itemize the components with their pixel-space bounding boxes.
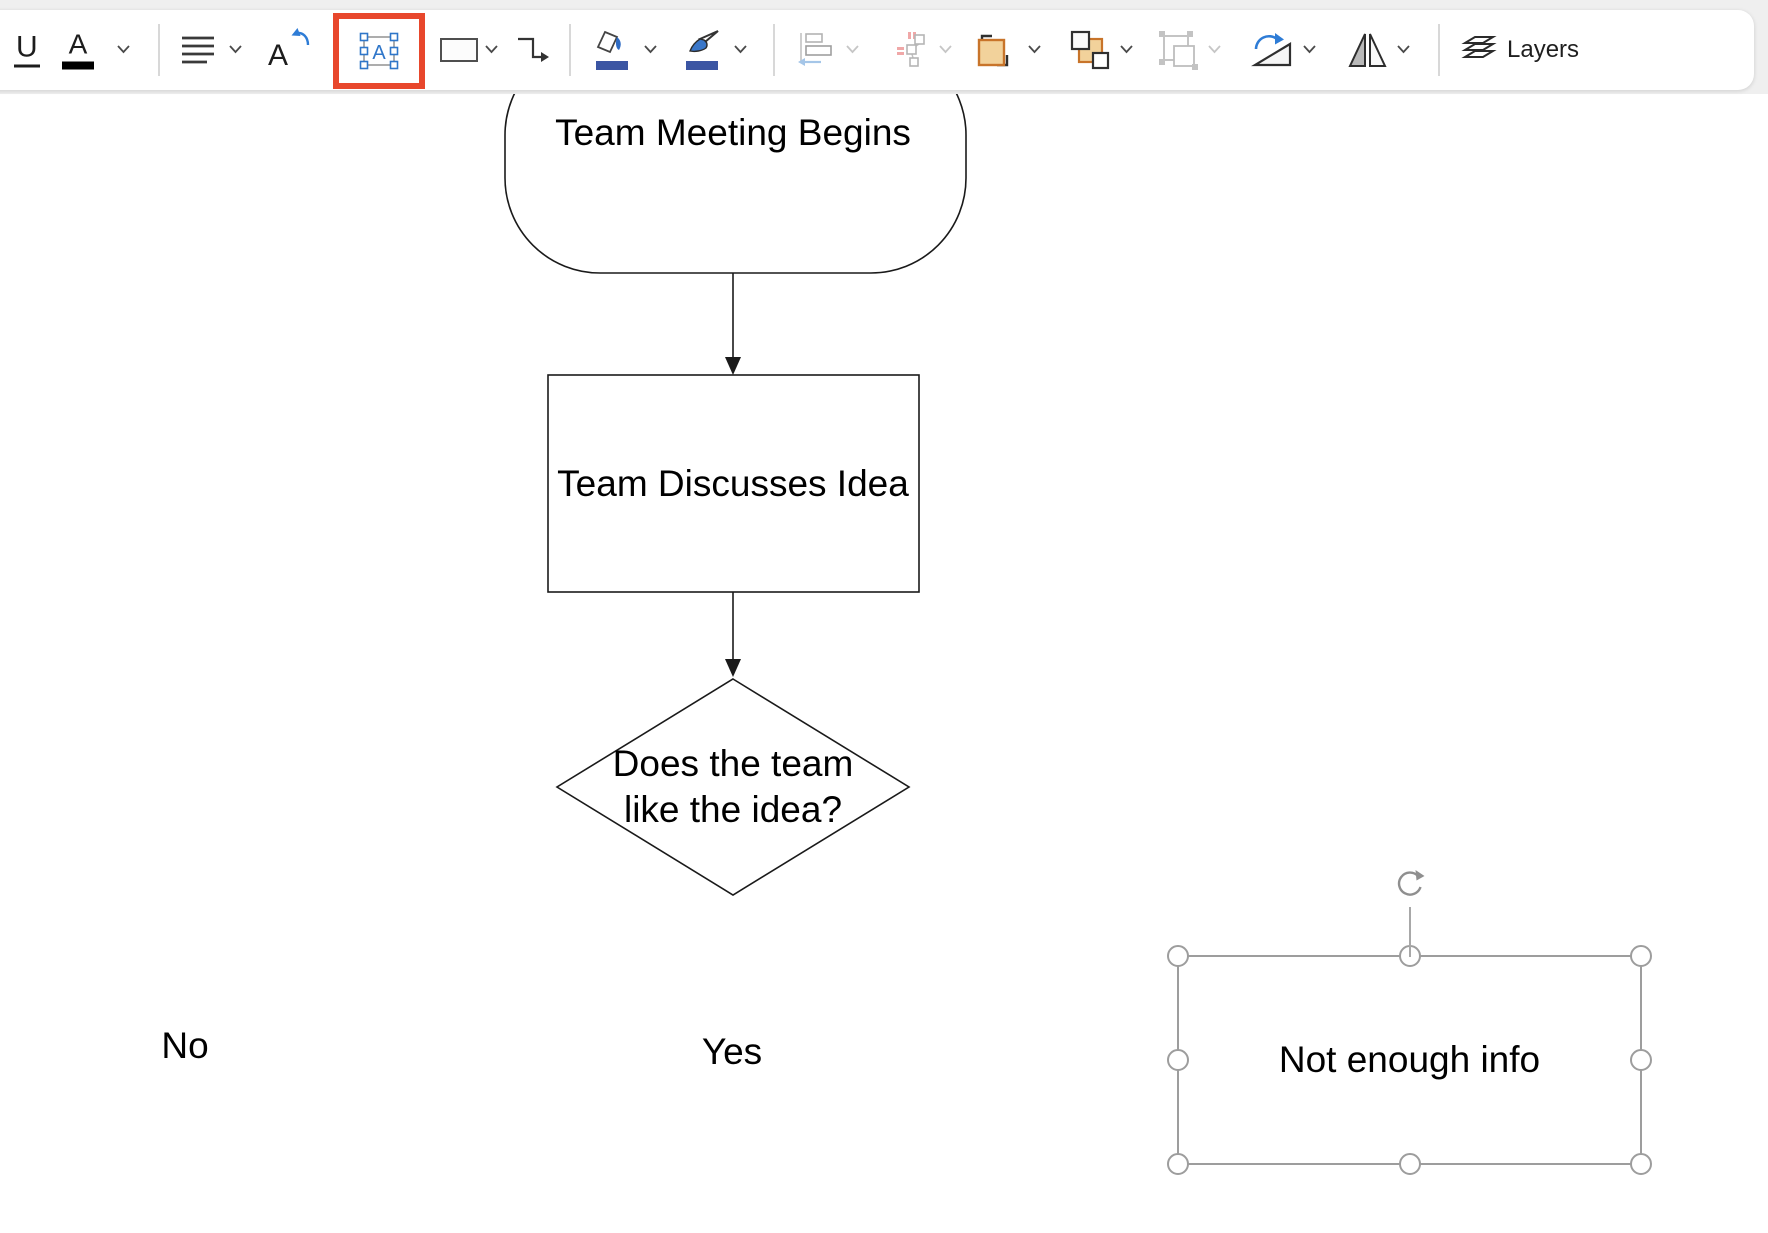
align-objects-button-disabled[interactable] bbox=[795, 31, 839, 69]
font-color-dropdown[interactable] bbox=[116, 41, 131, 59]
shape-button[interactable] bbox=[438, 35, 480, 65]
fill-color-button[interactable] bbox=[592, 29, 634, 71]
flip-button[interactable] bbox=[1347, 31, 1387, 69]
group-button-disabled[interactable] bbox=[1158, 30, 1200, 70]
chevron-down-icon bbox=[644, 45, 657, 54]
toolbar-separator bbox=[1438, 24, 1440, 76]
chevron-down-icon bbox=[734, 45, 747, 54]
connector-icon bbox=[518, 37, 549, 62]
rotate-icon bbox=[1251, 33, 1292, 67]
grow-font-button[interactable]: A bbox=[266, 27, 312, 73]
svg-text:A: A bbox=[372, 42, 386, 64]
text-box-tool-highlight[interactable]: A bbox=[333, 13, 425, 89]
send-backward-button[interactable] bbox=[1070, 30, 1110, 70]
resize-handle-bottom-left[interactable] bbox=[1167, 1153, 1189, 1175]
resize-handle-top-right[interactable] bbox=[1630, 945, 1652, 967]
bring-forward-button[interactable] bbox=[975, 31, 1013, 69]
rotation-stem bbox=[1408, 907, 1411, 957]
rotate-dropdown[interactable] bbox=[1302, 41, 1317, 59]
decision-label-line2: like the idea? bbox=[623, 789, 843, 830]
align-objects-icon bbox=[798, 33, 832, 66]
resize-handle-middle-left[interactable] bbox=[1167, 1049, 1189, 1071]
chevron-down-icon bbox=[1028, 45, 1041, 54]
brush-outline-icon bbox=[686, 30, 719, 70]
connector-arrow-1[interactable] bbox=[725, 273, 741, 375]
group-icon bbox=[1159, 31, 1198, 70]
fill-color-icon bbox=[596, 30, 628, 70]
shape-dropdown[interactable] bbox=[484, 41, 499, 59]
layers-label: Layers bbox=[1507, 36, 1580, 63]
resize-handle-bottom-right[interactable] bbox=[1630, 1153, 1652, 1175]
decision-label-line1: Does the team bbox=[612, 743, 854, 784]
chevron-down-icon bbox=[1208, 45, 1221, 54]
chevron-down-icon bbox=[229, 45, 242, 54]
branch-yes-label[interactable]: Yes bbox=[701, 1031, 763, 1072]
align-text-button[interactable] bbox=[178, 33, 218, 67]
toolbar-separator bbox=[569, 24, 571, 76]
flip-dropdown[interactable] bbox=[1396, 41, 1411, 59]
shape-outline-dropdown[interactable] bbox=[733, 41, 748, 59]
selected-text-box-label[interactable]: Not enough info bbox=[1278, 1039, 1541, 1080]
connector-button[interactable] bbox=[514, 33, 552, 67]
underline-button[interactable]: U bbox=[14, 32, 40, 68]
underline-icon: U bbox=[14, 32, 40, 68]
rectangle-shape-icon bbox=[440, 38, 478, 62]
formatting-toolbar: U A A bbox=[0, 10, 1754, 90]
flip-icon bbox=[1348, 33, 1387, 67]
auto-space-dropdown-disabled[interactable] bbox=[938, 41, 953, 59]
decision-shape[interactable] bbox=[555, 678, 911, 896]
grow-font-icon: A bbox=[268, 39, 289, 72]
toolbar-separator bbox=[158, 24, 160, 76]
align-objects-dropdown-disabled[interactable] bbox=[845, 41, 860, 59]
decision-label[interactable]: Does the team like the idea? bbox=[613, 741, 854, 833]
chevron-down-icon bbox=[1120, 45, 1133, 54]
rotate-button[interactable] bbox=[1251, 31, 1293, 69]
rotate-arrow-icon bbox=[1397, 870, 1424, 896]
chevron-down-icon bbox=[939, 45, 952, 54]
selected-text-box[interactable]: Not enough info bbox=[1167, 870, 1652, 1175]
font-color-icon: A bbox=[68, 28, 88, 60]
chevron-down-icon bbox=[846, 45, 859, 54]
rotation-handle[interactable] bbox=[1391, 867, 1429, 905]
send-backward-icon bbox=[1070, 30, 1110, 70]
resize-handle-bottom-middle[interactable] bbox=[1398, 1153, 1421, 1175]
process-shape[interactable] bbox=[547, 374, 920, 593]
align-text-dropdown[interactable] bbox=[228, 41, 243, 59]
shape-outline-button[interactable] bbox=[682, 29, 724, 71]
connector-arrow-2[interactable] bbox=[725, 592, 741, 677]
process-label[interactable]: Team Discusses Idea bbox=[557, 463, 909, 504]
auto-space-button-disabled[interactable] bbox=[893, 31, 933, 69]
layers-button[interactable]: Layers bbox=[1460, 33, 1579, 67]
group-dropdown-disabled[interactable] bbox=[1207, 41, 1222, 59]
arrow-up-left-icon bbox=[291, 28, 310, 46]
text-box-icon: A bbox=[359, 32, 399, 70]
font-color-swatch bbox=[62, 61, 94, 70]
terminal-label[interactable]: Team Meeting Begins bbox=[555, 112, 911, 153]
chevron-down-icon bbox=[1397, 45, 1410, 54]
chevron-down-icon bbox=[117, 45, 130, 54]
branch-no-label[interactable]: No bbox=[161, 1025, 209, 1066]
send-backward-dropdown[interactable] bbox=[1119, 41, 1134, 59]
fill-color-dropdown[interactable] bbox=[643, 41, 658, 59]
resize-handle-middle-right[interactable] bbox=[1630, 1049, 1652, 1071]
toolbar-separator bbox=[773, 24, 775, 76]
align-text-icon bbox=[182, 36, 214, 64]
auto-space-icon bbox=[897, 32, 925, 67]
bring-forward-dropdown[interactable] bbox=[1027, 41, 1042, 59]
resize-handle-top-left[interactable] bbox=[1167, 945, 1189, 967]
bring-forward-icon bbox=[977, 34, 1009, 67]
chevron-down-icon bbox=[485, 45, 498, 54]
layers-icon bbox=[1461, 36, 1497, 58]
chevron-down-icon bbox=[1303, 45, 1316, 54]
font-color-button[interactable]: A bbox=[62, 28, 94, 70]
